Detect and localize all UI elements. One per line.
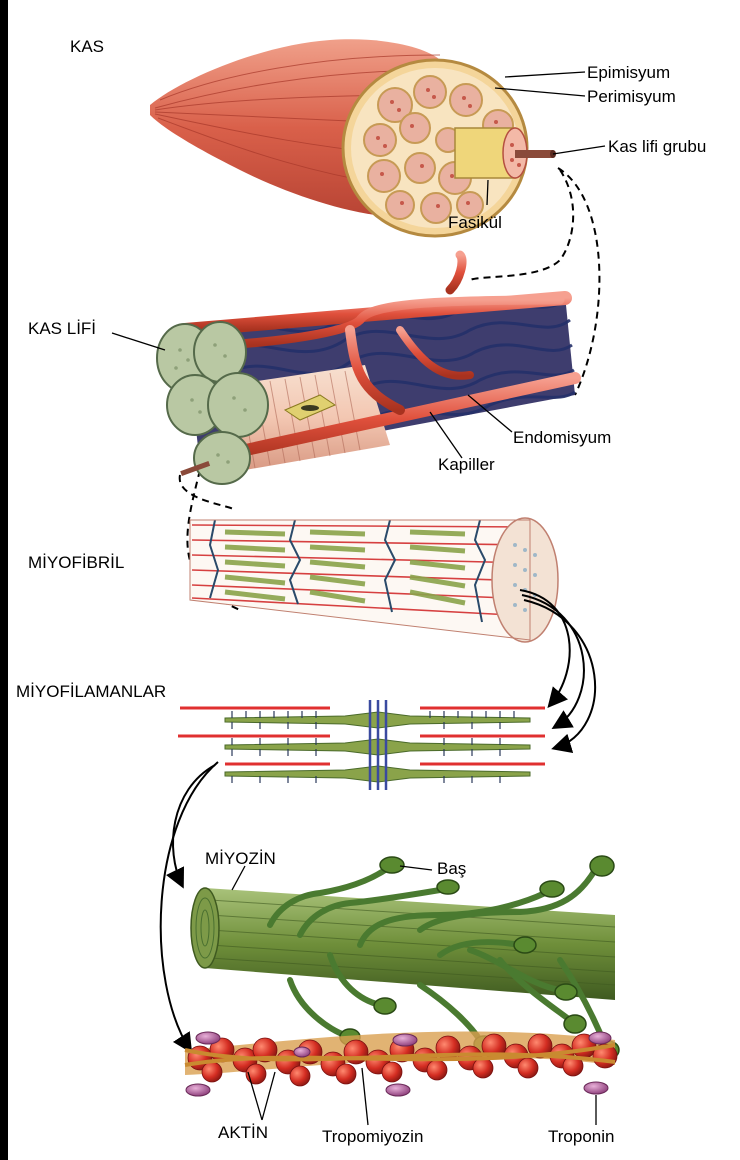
myosin-filament [191, 856, 619, 1059]
label-kas: KAS [70, 37, 104, 56]
whole-muscle [150, 39, 556, 236]
myofilaments [178, 700, 545, 790]
label-bas: Baş [437, 859, 466, 878]
actin-filament [185, 1031, 617, 1096]
label-miyofilamanlar: MİYOFİLAMANLAR [16, 682, 166, 701]
label-endomisyum: Endomisyum [513, 428, 611, 447]
label-kapiller: Kapiller [438, 455, 495, 474]
label-perimisyum: Perimisyum [587, 87, 676, 106]
label-kas-lifi-grubu: Kas lifi grubu [608, 137, 706, 156]
muscle-fiber-bundle [157, 255, 575, 484]
myofibril [190, 518, 558, 642]
label-miyozin: MİYOZİN [205, 849, 276, 868]
label-tropomiyozin: Tropomiyozin [322, 1127, 423, 1146]
label-epimisyum: Epimisyum [587, 63, 670, 82]
label-miyofibril: MİYOFİBRİL [28, 553, 124, 572]
label-fasikul: Fasikül [448, 213, 502, 232]
label-troponin: Troponin [548, 1127, 614, 1146]
label-aktin: AKTİN [218, 1123, 268, 1142]
label-kas-lifi: KAS LİFİ [28, 319, 96, 338]
